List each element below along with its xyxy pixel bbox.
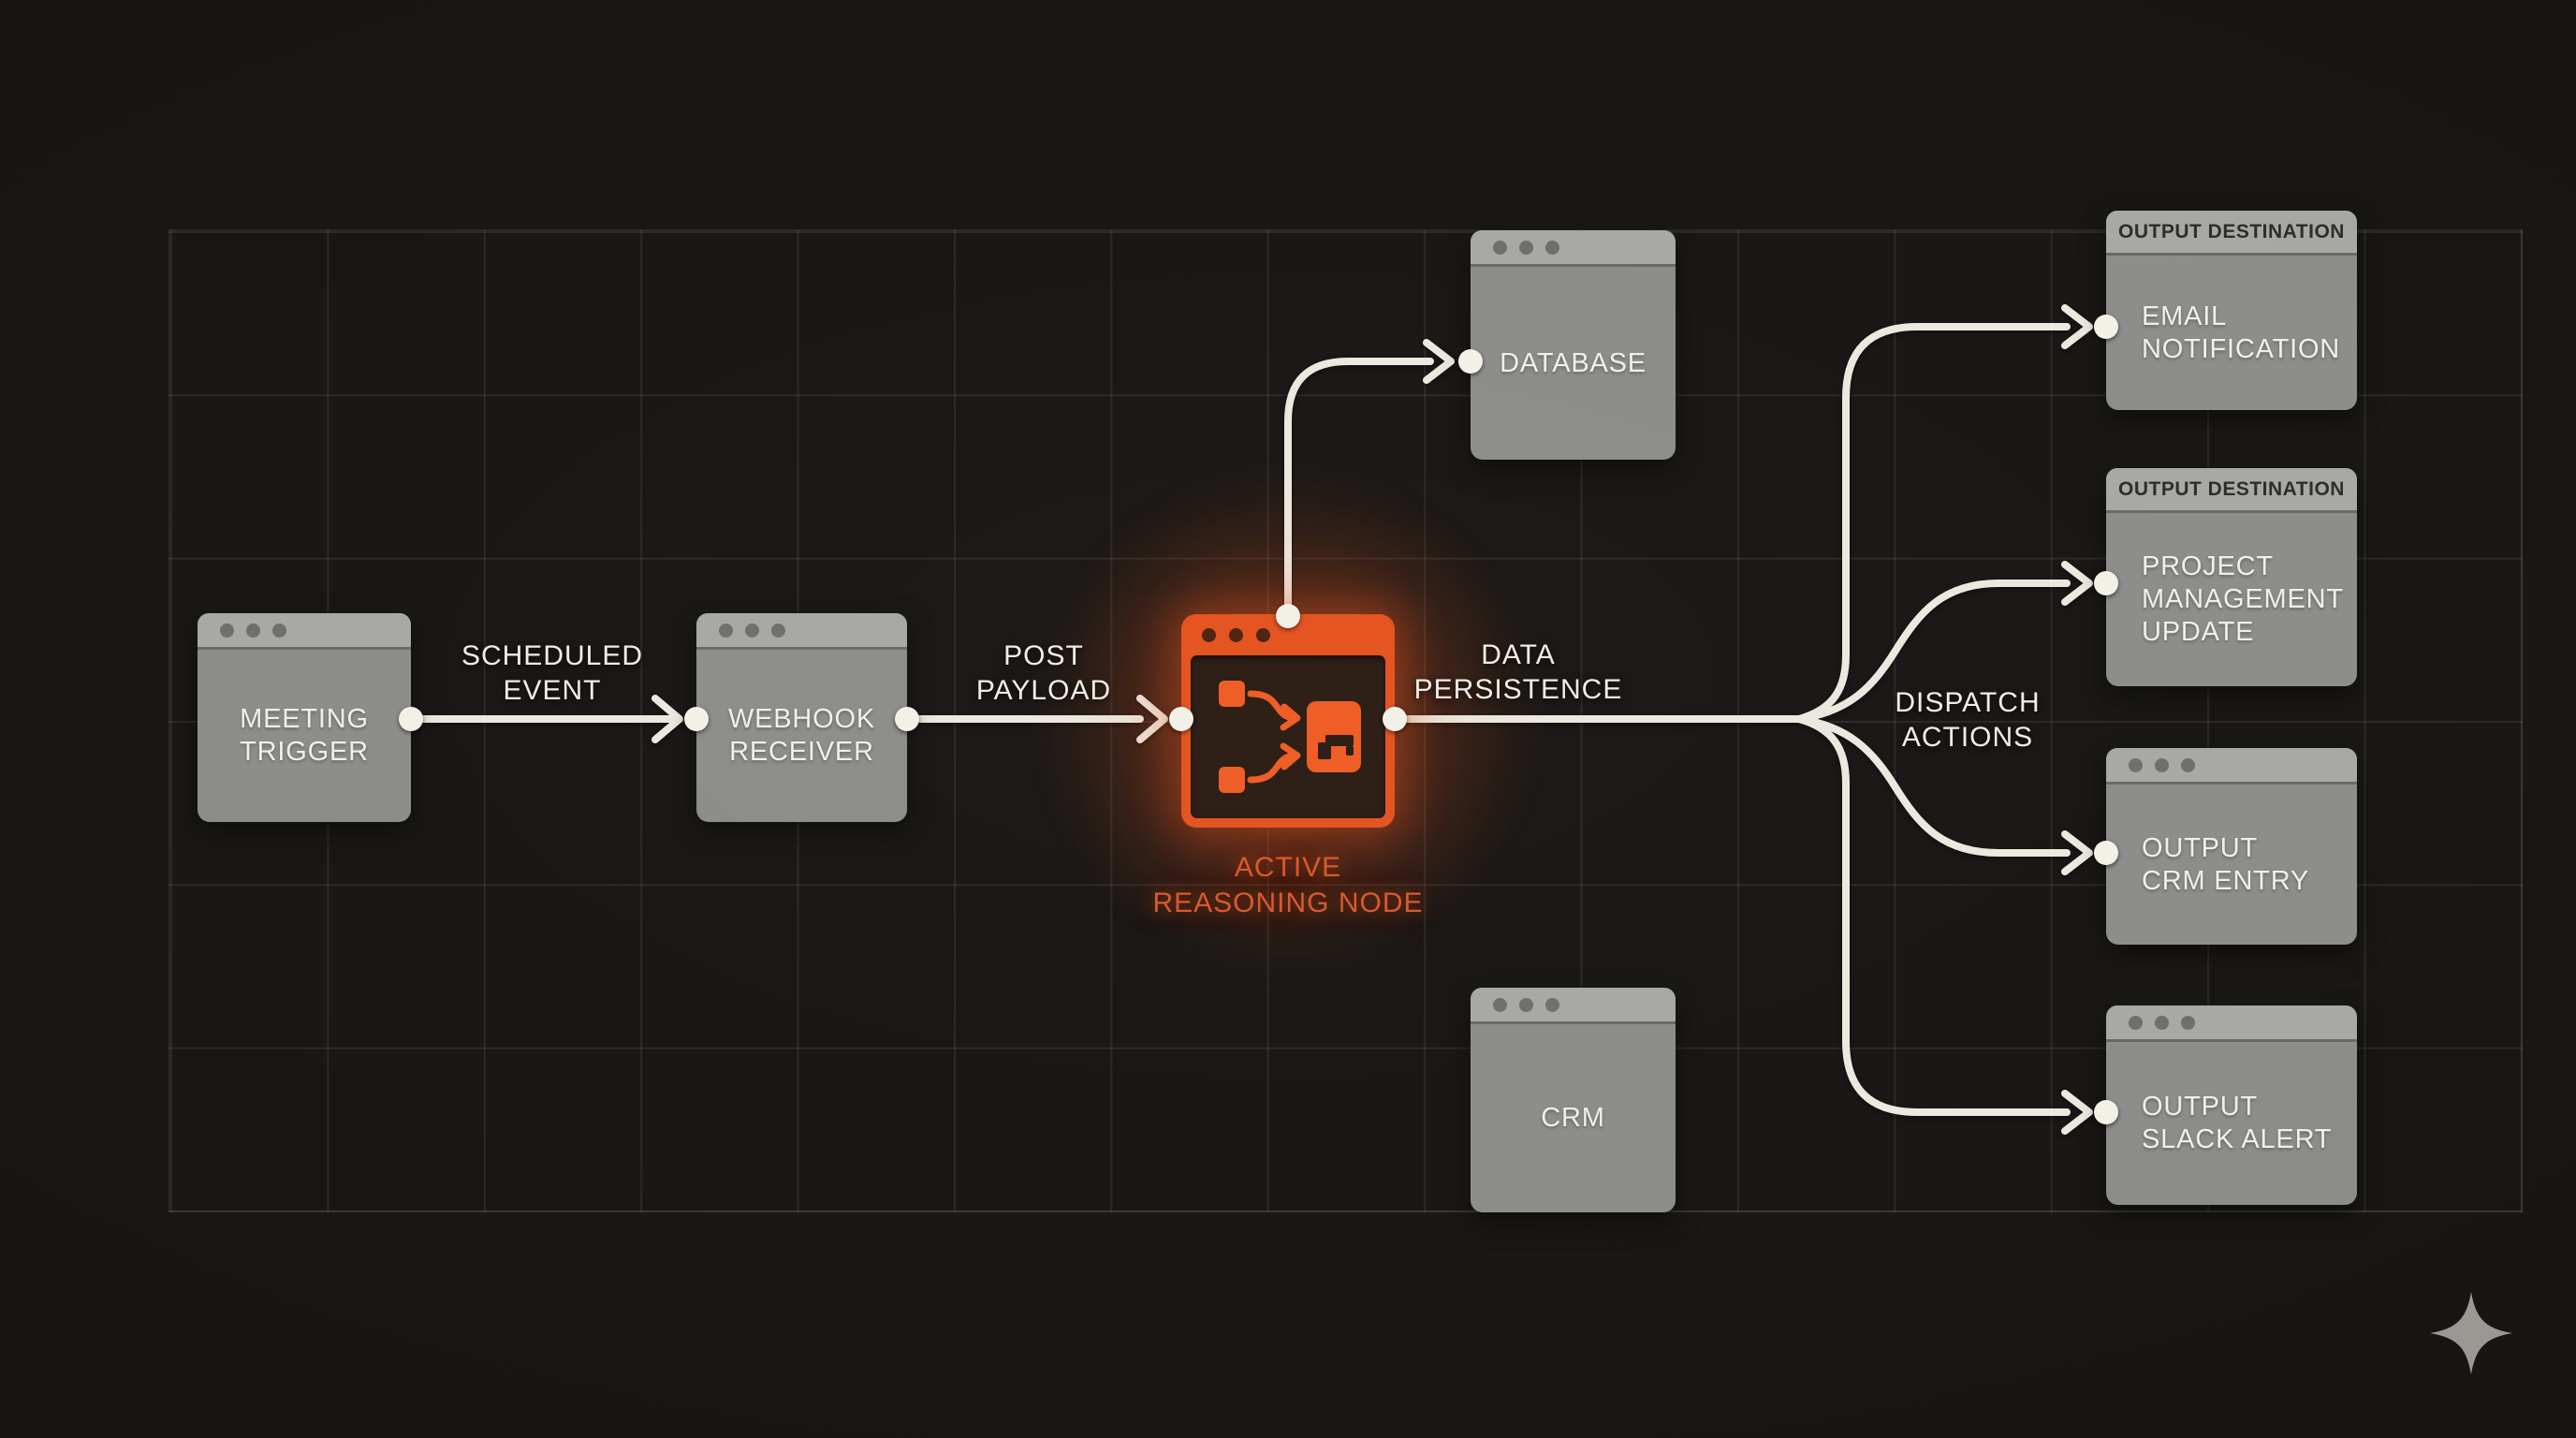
- edge-dispatch-crm-entry: [1795, 715, 2071, 857]
- node-label: OUTPUT SLACK ALERT: [2142, 1092, 2333, 1154]
- window-titlebar: [696, 613, 907, 650]
- node-label: EMAIL NOTIFICATION: [2142, 301, 2341, 364]
- window-titlebar: [1471, 230, 1676, 267]
- window-dot-icon: [246, 623, 260, 638]
- arrow-head: [1423, 339, 1455, 384]
- input-port[interactable]: [684, 707, 709, 731]
- window-titlebar: OUTPUT DESTINATION: [2106, 468, 2357, 513]
- window-dot-icon: [272, 623, 286, 638]
- window-titlebar: OUTPUT DESTINATION: [2106, 211, 2357, 256]
- sparkle-icon: [2429, 1291, 2513, 1375]
- reasoning-node-screen: [1191, 655, 1385, 818]
- arrow-head: [1136, 695, 1168, 743]
- input-port[interactable]: [1458, 349, 1483, 374]
- window-dot-icon: [1519, 240, 1533, 255]
- input-port[interactable]: [2094, 1100, 2118, 1124]
- input-port[interactable]: [2094, 571, 2118, 595]
- input-port[interactable]: [2094, 841, 2118, 865]
- window-dot-icon: [2155, 1015, 2169, 1030]
- window-dot-icon: [1256, 627, 1270, 642]
- titlebar-label: OUTPUT DESTINATION: [2118, 477, 2345, 500]
- window-dot-icon: [2155, 757, 2169, 772]
- window-dot-icon: [1545, 997, 1559, 1012]
- edge-label-post-payload: POST PAYLOAD: [975, 640, 1112, 706]
- window-dot-icon: [2181, 1015, 2195, 1030]
- input-port[interactable]: [1169, 707, 1193, 731]
- window-titlebar: [2106, 1005, 2357, 1042]
- node-label: DATABASE: [1500, 347, 1647, 378]
- window-dot-icon: [1493, 240, 1507, 255]
- edge-reasoning-database: [1284, 358, 1434, 618]
- window-dot-icon: [2129, 1015, 2143, 1030]
- node-active-reasoning[interactable]: [1181, 614, 1395, 828]
- window-dot-icon: [1229, 627, 1243, 642]
- window-dot-icon: [1202, 627, 1216, 642]
- branch-merge-icon: [1219, 681, 1361, 793]
- window-dot-icon: [1519, 997, 1533, 1012]
- window-titlebar: [1471, 988, 1676, 1024]
- edge-label-data-persistence: DATA PERSISTENCE: [1413, 639, 1623, 705]
- edge-dispatch-slack: [1795, 715, 2071, 1116]
- window-dot-icon: [719, 623, 733, 638]
- output-port[interactable]: [1383, 707, 1407, 731]
- node-database[interactable]: DATABASE: [1471, 230, 1676, 460]
- node-label: WEBHOOK RECEIVER: [727, 704, 876, 767]
- window-titlebar: [1181, 614, 1395, 655]
- node-label: PROJECT MANAGEMENT UPDATE: [2142, 551, 2344, 647]
- edge-label-dispatch-actions: DISPATCH ACTIONS: [1895, 687, 2041, 753]
- input-port[interactable]: [2094, 315, 2118, 339]
- window-dot-icon: [771, 623, 785, 638]
- arrow-head: [2061, 1090, 2093, 1135]
- node-label: MEETING TRIGGER: [240, 704, 369, 767]
- node-output-slack-alert[interactable]: OUTPUT SLACK ALERT: [2106, 1005, 2357, 1205]
- node-label: CRM: [1541, 1103, 1605, 1133]
- edge-label-scheduled-event: SCHEDULED EVENT: [461, 640, 644, 706]
- node-output-crm-entry[interactable]: OUTPUT CRM ENTRY: [2106, 748, 2357, 945]
- node-meeting-trigger[interactable]: MEETING TRIGGER: [198, 613, 411, 822]
- node-webhook-receiver[interactable]: WEBHOOK RECEIVER: [696, 613, 907, 822]
- titlebar-label: OUTPUT DESTINATION: [2118, 220, 2345, 242]
- window-dot-icon: [745, 623, 759, 638]
- edge-dispatch-email: [1795, 323, 2071, 723]
- window-dot-icon: [2129, 757, 2143, 772]
- window-titlebar: [2106, 748, 2357, 785]
- output-port[interactable]: [1276, 604, 1300, 628]
- node-crm[interactable]: CRM: [1471, 988, 1676, 1212]
- output-port[interactable]: [895, 707, 919, 731]
- window-dot-icon: [220, 623, 234, 638]
- node-label: OUTPUT CRM ENTRY: [2142, 832, 2310, 896]
- arrow-head: [2061, 561, 2093, 606]
- node-email-notification[interactable]: OUTPUT DESTINATION EMAIL NOTIFICATION: [2106, 211, 2357, 410]
- arrow-head: [651, 695, 683, 743]
- node-project-management-update[interactable]: OUTPUT DESTINATION PROJECT MANAGEMENT UP…: [2106, 468, 2357, 686]
- window-titlebar: [198, 613, 411, 650]
- edge-dispatch-project: [1795, 580, 2071, 723]
- arrow-head: [2061, 304, 2093, 349]
- window-dot-icon: [1545, 240, 1559, 255]
- window-dot-icon: [2181, 757, 2195, 772]
- window-dot-icon: [1493, 997, 1507, 1012]
- active-node-caption: ACTIVE REASONING NODE: [1152, 852, 1424, 918]
- output-port[interactable]: [399, 707, 423, 731]
- arrow-head: [2061, 830, 2093, 875]
